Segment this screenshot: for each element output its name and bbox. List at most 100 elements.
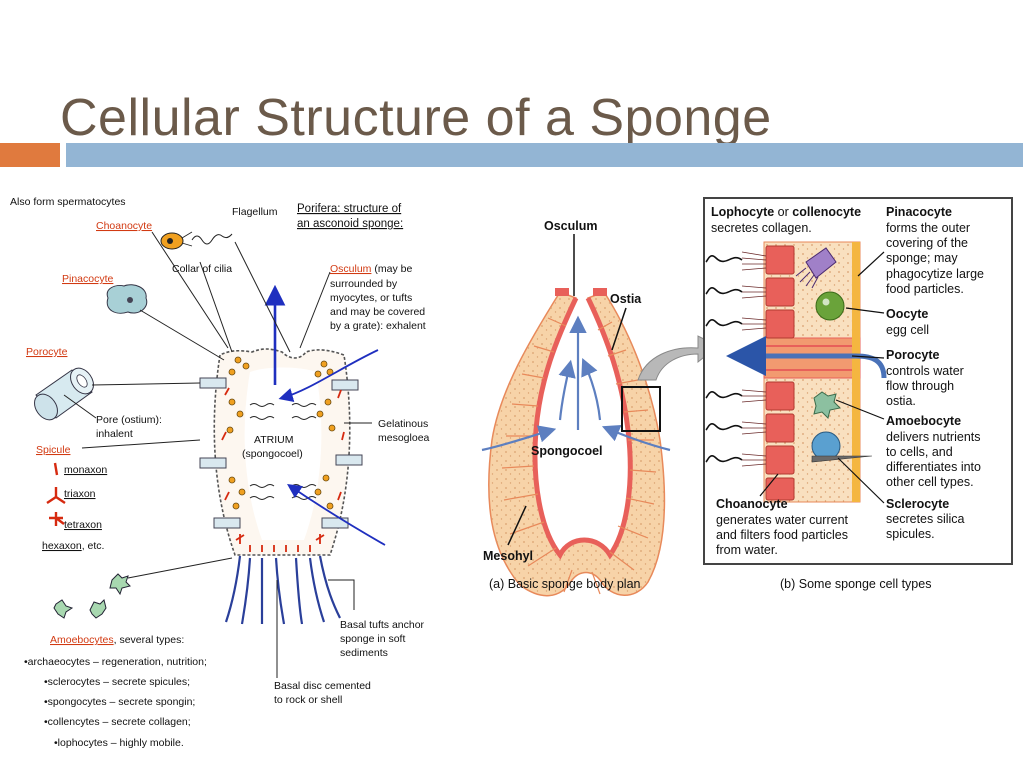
basal-tufts-line3: sediments xyxy=(340,647,388,659)
amoebocytes-heading: Amoebocytes, several types: xyxy=(50,634,184,646)
spongocoel-label: Spongocoel xyxy=(531,444,603,458)
accent-bar xyxy=(0,143,60,167)
inflow-arrow-lower xyxy=(287,483,386,546)
spicule-label: Spicule xyxy=(36,444,71,456)
collar-label: Collar of cilia xyxy=(172,263,232,275)
choanocyte-label: Choanocyte xyxy=(716,497,788,511)
lophocyte-label: Lophocyte or collenocyte xyxy=(711,205,861,219)
basal-tufts-line1: Basal tufts anchor xyxy=(340,619,425,631)
choanocyte-label: Choanocyte xyxy=(96,220,152,232)
lophocyte-cell xyxy=(795,247,837,289)
osculum-note-line2: surrounded by xyxy=(330,278,398,290)
amoebocyte-icons xyxy=(53,573,131,619)
gelatinous-label-line1: Gelatinous xyxy=(378,418,428,430)
spongocoel-label: (spongocoel) xyxy=(242,448,303,460)
right-porocytes xyxy=(321,379,363,529)
pinacocyte-layer xyxy=(852,242,860,502)
choanocyte-collars xyxy=(741,251,767,467)
pinacocyte-desc-line: phagocytize large xyxy=(886,267,984,281)
hexaxon-etc: , etc. xyxy=(82,540,105,552)
porocyte-label: Porocyte xyxy=(886,348,940,362)
lophocyte-desc: secretes collagen. xyxy=(711,221,812,235)
triaxon-icon xyxy=(46,487,66,504)
monaxon-icon xyxy=(53,462,59,476)
amoebocyte-type: •collencytes – secrete collagen; xyxy=(44,716,191,728)
collenocyte-term: collenocyte xyxy=(792,205,861,219)
spicule-icons xyxy=(46,462,66,526)
gelatinous-label-line2: mesogloea xyxy=(378,432,430,444)
pinacocyte-label: Pinacocyte xyxy=(62,273,114,285)
pinacocyte-label: Pinacocyte xyxy=(886,205,952,219)
caption-b: (b) Some sponge cell types xyxy=(780,577,931,591)
flagellum-label: Flagellum xyxy=(232,206,278,218)
leader-lines xyxy=(63,231,372,678)
ostia-label: Ostia xyxy=(610,292,642,306)
porocyte-label: Porocyte xyxy=(26,346,68,358)
water-flow-arrows xyxy=(481,315,671,452)
basal-tufts-line2: sponge in soft xyxy=(340,633,405,645)
mesohyl-label: Mesohyl xyxy=(483,549,533,563)
osculum-note-rest: (may be xyxy=(371,263,412,275)
porocyte-desc-line: ostia. xyxy=(886,394,916,408)
osculum-note-line5: by a grate): exhalent xyxy=(330,320,426,332)
monaxon-label: monaxon xyxy=(64,464,107,476)
porocyte-desc-line: controls water xyxy=(886,364,964,378)
amoebocytes-term: Amoebocytes xyxy=(50,634,114,646)
osculum-label: Osculum xyxy=(544,219,598,233)
sclerocyte-desc-line: spicules. xyxy=(886,527,935,541)
amoebocyte-desc-line: differentiates into xyxy=(886,460,981,474)
basal-tufts xyxy=(224,555,341,625)
pore-label-line2: inhalent xyxy=(96,428,133,440)
tetraxon-icon xyxy=(49,512,65,526)
amoebocyte-type: •spongocytes – secrete spongin; xyxy=(44,696,195,708)
basal-disc-line2: to rock or shell xyxy=(274,694,342,706)
osculum-term: Osculum xyxy=(330,263,372,275)
silica-spicule xyxy=(811,455,873,463)
tetraxon-label: tetraxon xyxy=(64,519,102,531)
sclerocyte-label: Sclerocyte xyxy=(886,497,949,511)
amoebocyte-label: Amoebocyte xyxy=(886,414,961,428)
basic-body-plan-diagram: Osculum Ostia Spongocoel Mesohyl (a) Bas… xyxy=(481,219,719,597)
choanocyte-desc-line: and filters food particles xyxy=(716,528,848,542)
hexaxon-label: hexaxon, etc. xyxy=(42,540,104,552)
spermatocytes-note: Also form spermatocytes xyxy=(10,196,126,208)
cell-types-diagram: Lophocyte or collenocyte secretes collag… xyxy=(703,197,1013,591)
caption-a: (a) Basic sponge body plan xyxy=(489,577,641,591)
choanocyte-lining xyxy=(532,296,633,560)
osculum-note-line4: and may be covered xyxy=(330,306,425,318)
porocyte-icon xyxy=(34,367,94,421)
choanocyte-desc-line: from water. xyxy=(716,543,778,557)
hexaxon-term: hexaxon xyxy=(42,540,82,552)
choanocyte-icon xyxy=(160,231,233,250)
pinacocyte-desc-line: food particles. xyxy=(886,282,964,296)
choanocyte-cells xyxy=(226,356,336,510)
sclerocyte-desc-line: secretes silica xyxy=(886,512,965,526)
pinacocyte-desc-line: forms the outer xyxy=(886,221,970,235)
oocyte-cell xyxy=(815,291,845,321)
amoebocyte-type: •lophocytes – highly mobile. xyxy=(54,737,184,749)
basal-disc-line1: Basal disc cemented xyxy=(274,680,371,692)
wall-spicules xyxy=(221,387,345,552)
pore-label-line1: Pore (ostium): xyxy=(96,414,162,426)
asconoid-sponge-diagram: Also form spermatocytes Choanocyte Flage… xyxy=(10,196,430,749)
zoom-inset-box xyxy=(621,386,661,432)
inflow-arrow-upper xyxy=(278,349,379,402)
oocyte-label: Oocyte xyxy=(886,307,928,321)
pinacocyte-desc-line: covering of the xyxy=(886,236,968,250)
choanocyte-flagella xyxy=(705,255,743,463)
osculum-note-line1: Osculum (may be xyxy=(330,263,412,275)
slide-title: Cellular Structure of a Sponge xyxy=(60,89,772,147)
wall-segments xyxy=(501,317,657,595)
title-rule-bar xyxy=(66,143,1023,167)
lophocyte-term: Lophocyte xyxy=(711,205,774,219)
lophocyte-or: or xyxy=(774,205,792,219)
amoebocyte-desc-line: delivers nutrients xyxy=(886,430,981,444)
amoebocytes-rest: , several types: xyxy=(114,634,185,646)
amoebocyte-desc-line: to cells, and xyxy=(886,445,953,459)
amoebocyte-type: •archaeocytes – regeneration, nutrition; xyxy=(24,656,207,668)
oocyte-desc: egg cell xyxy=(886,323,929,337)
porocyte-desc-line: flow through xyxy=(886,379,954,393)
osculum-note-line3: myocytes, or tufts xyxy=(330,292,412,304)
amoebocyte-cell xyxy=(813,391,842,419)
